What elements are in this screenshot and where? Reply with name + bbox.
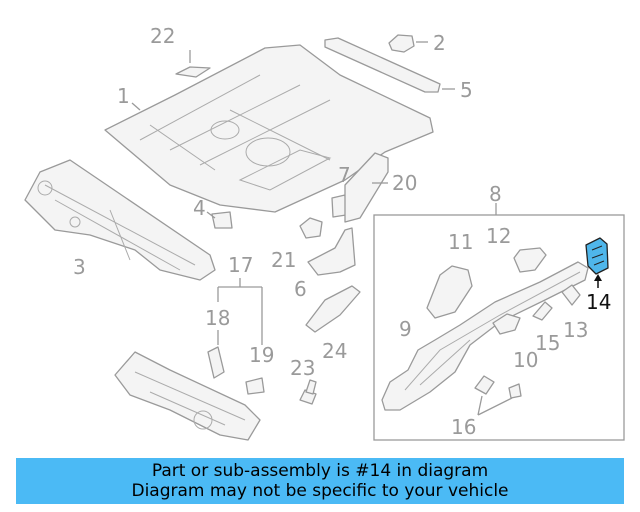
part-3-crossmember (24, 159, 216, 281)
callout-4: 4 (193, 196, 206, 220)
callout-19: 19 (249, 343, 274, 367)
part-14-highlighted[interactable] (585, 237, 609, 275)
part-4 (211, 211, 233, 229)
part-17-assembly (114, 351, 261, 441)
part-24 (305, 285, 361, 333)
callout-24: 24 (322, 339, 347, 363)
leader-16 (477, 395, 513, 416)
callout-2: 2 (433, 31, 446, 55)
info-banner: Part or sub-assembly is #14 in diagram D… (16, 458, 624, 504)
leader-14-arrow (594, 274, 602, 281)
part-19 (245, 377, 265, 395)
callout-14: 14 (586, 290, 611, 314)
parts-diagram: 1 2 3 4 5 6 7 8 9 10 11 12 13 14 15 16 1… (24, 24, 625, 441)
callout-7: 7 (338, 163, 351, 187)
part-7 (331, 194, 347, 218)
part-18 (207, 346, 225, 379)
callout-22: 22 (150, 24, 175, 48)
part-16 (474, 375, 522, 399)
callout-10: 10 (513, 348, 538, 372)
leader-1 (131, 102, 141, 111)
banner-line-1: Part or sub-assembly is #14 in diagram (151, 461, 489, 481)
part-2 (388, 34, 415, 53)
callout-9: 9 (399, 317, 412, 341)
callout-8: 8 (489, 182, 502, 206)
leader-4 (206, 211, 216, 219)
part-23 (299, 379, 317, 405)
callout-3: 3 (73, 255, 86, 279)
part-11 (426, 265, 473, 319)
part-22 (175, 66, 211, 78)
sub-assembly-box (373, 214, 625, 441)
part-5 (324, 37, 441, 93)
callout-6: 6 (294, 277, 307, 301)
part-6 (307, 227, 356, 276)
part-12 (513, 247, 547, 273)
part-20 (344, 152, 389, 223)
callout-5: 5 (460, 78, 473, 102)
part-9-side-rail (381, 261, 589, 411)
callout-16: 16 (451, 415, 476, 439)
callout-11: 11 (448, 230, 473, 254)
part-1-floor-pan (104, 44, 434, 213)
part-13 (561, 284, 581, 306)
callout-13: 13 (563, 318, 588, 342)
part-15 (532, 301, 553, 321)
callout-23: 23 (290, 356, 315, 380)
callout-12: 12 (486, 224, 511, 248)
part-10 (492, 313, 521, 335)
callout-21: 21 (271, 248, 296, 272)
callout-1: 1 (117, 84, 130, 108)
callout-20: 20 (392, 171, 417, 195)
part-21 (299, 217, 323, 239)
banner-line-2: Diagram may not be specific to your vehi… (131, 481, 509, 501)
callout-17: 17 (228, 253, 253, 277)
callout-18: 18 (205, 306, 230, 330)
leader-17 (217, 278, 263, 345)
callout-15: 15 (535, 331, 560, 355)
